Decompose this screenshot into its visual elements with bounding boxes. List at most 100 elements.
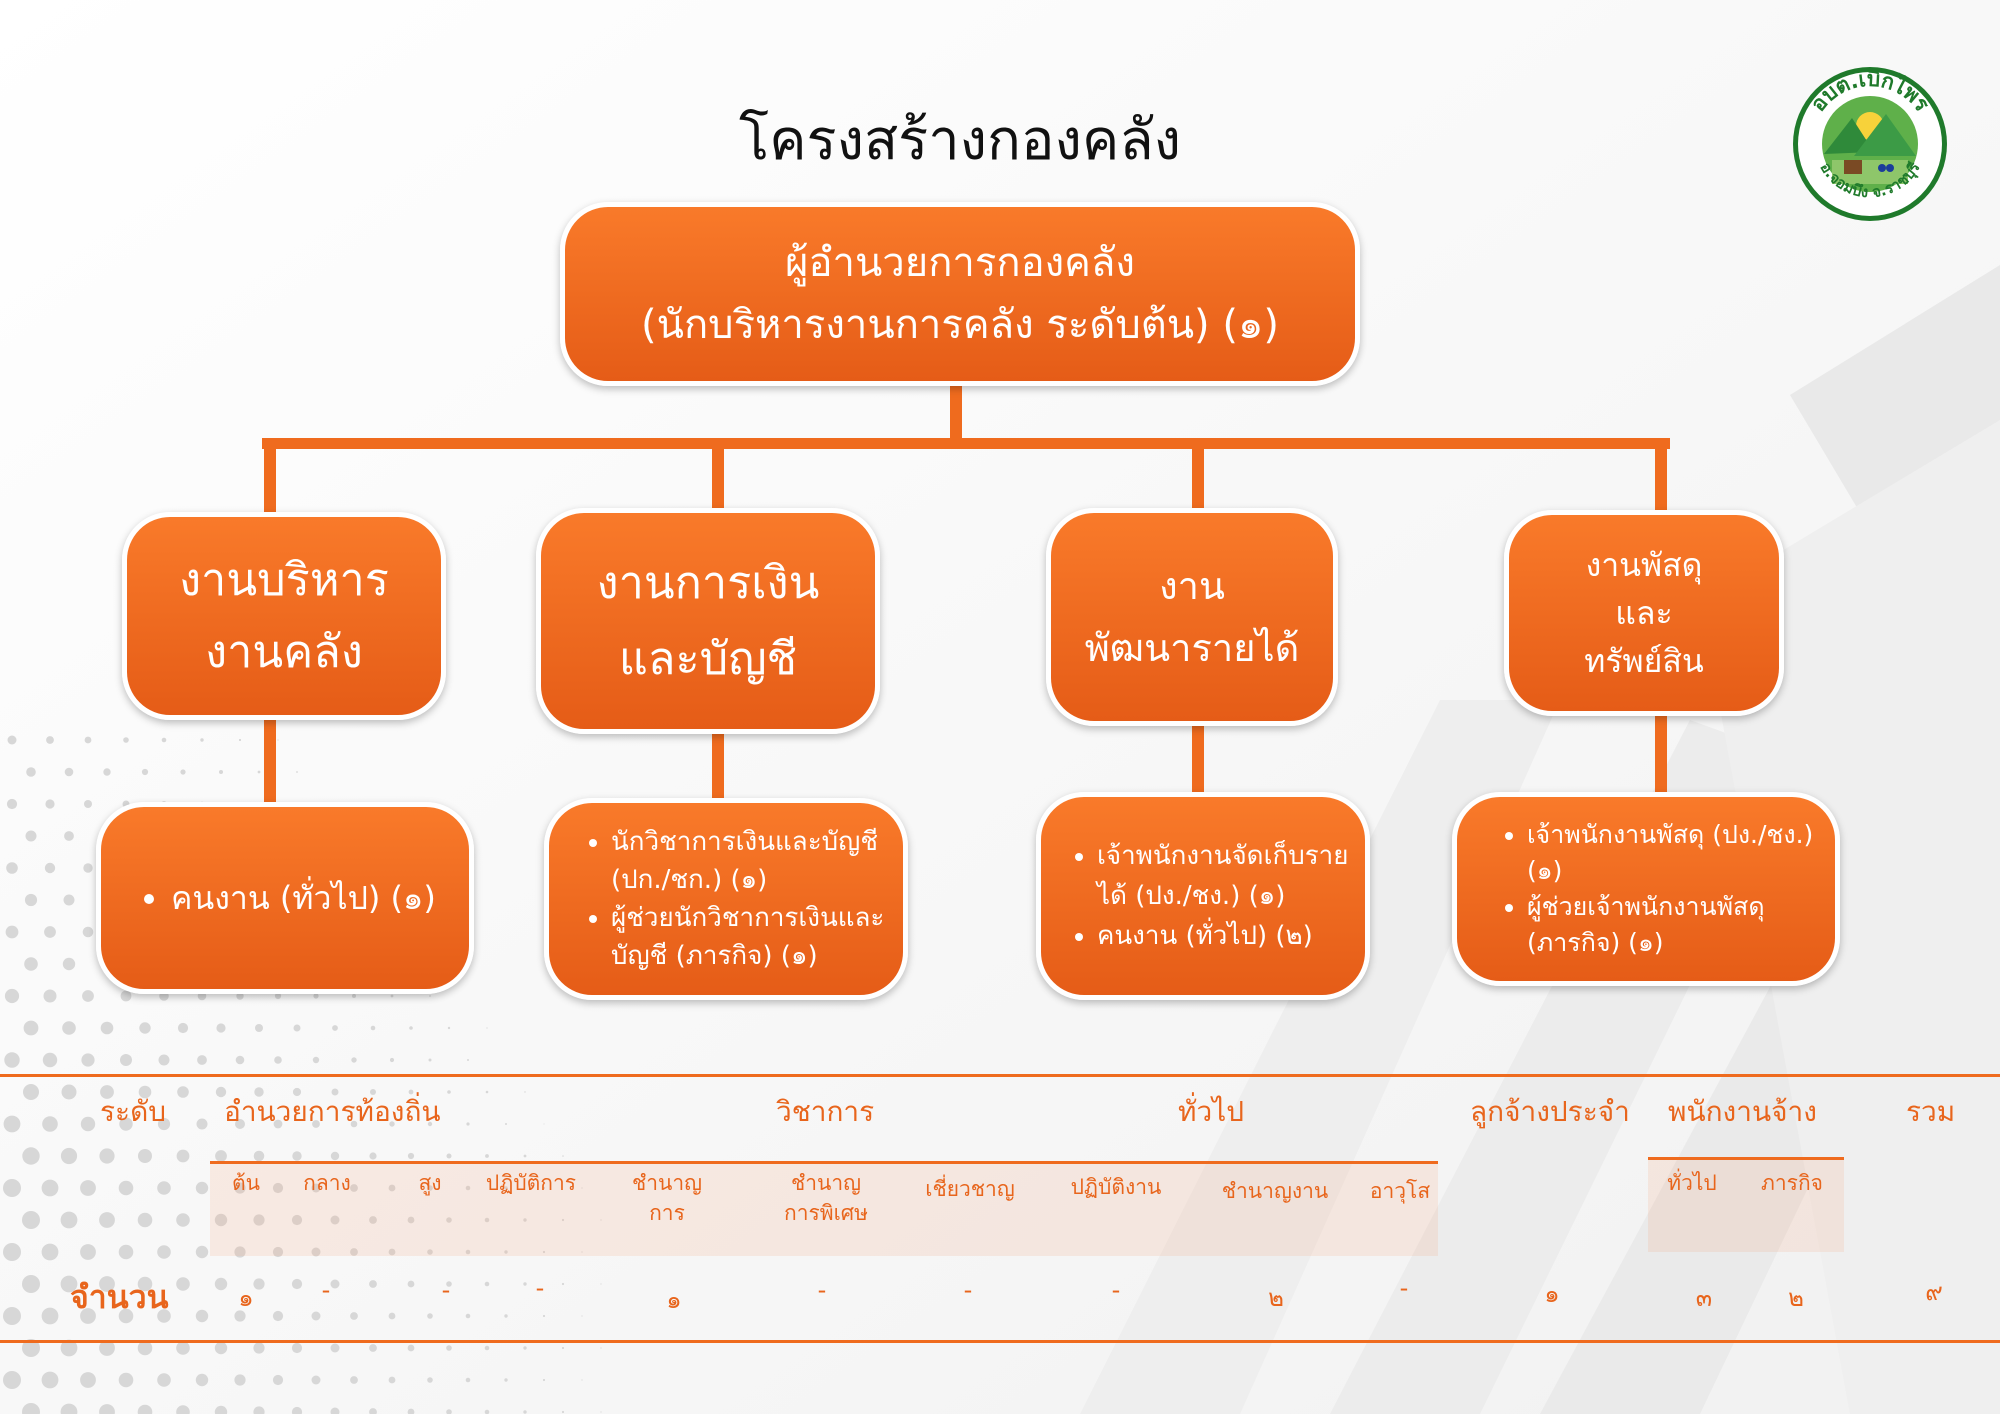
halftone-dot [254,1087,264,1097]
halftone-dot [253,1214,265,1226]
staff-item: นักวิชาการเงินและบัญชี (ปก./ชก.) (๑) [611,823,903,899]
halftone-dot [255,1024,263,1032]
halftone-dot [219,770,223,774]
halftone-dot [24,957,38,971]
halftone-dot [370,1089,376,1095]
subheader-rule-officers [210,1161,1438,1164]
halftone-dot [138,1085,152,1099]
halftone-dot [293,1024,301,1032]
table-bottom-rule [0,1340,2000,1343]
halftone-dot [234,1182,246,1194]
halftone-dot [313,993,319,999]
table-subheader: ทั่วไป [1667,1171,1717,1195]
head-box: ผู้อำนวยการกองคลัง (นักบริหารงานการคลัง … [560,202,1360,386]
halftone-dot [80,1244,96,1260]
halftone-dot [427,1121,433,1127]
halftone-dot [176,1341,190,1355]
table-count-label: จำนวน [70,1278,169,1316]
halftone-dot [253,1406,265,1414]
halftone-dot [504,1314,508,1318]
connector-sub4 [1655,714,1667,794]
halftone-dot [214,1277,228,1291]
halftone-dot [274,1056,282,1064]
table-group-header: วิชาการ [776,1095,875,1128]
halftone-dot [600,1283,602,1285]
halftone-dot [466,1122,470,1126]
staff-item: ผู้ช่วยเจ้าพนักงานพัสดุ (ภารกิจ) (๑) [1527,889,1835,961]
staff-item: คนงาน (ทั่วไป) (๑) [171,875,436,921]
halftone-dot [291,1406,303,1414]
halftone-dot [63,894,75,906]
halftone-dot [215,1086,227,1098]
halftone-dot [330,1343,340,1353]
halftone-dot [543,1123,545,1125]
halftone-dot [407,1280,415,1288]
halftone-dot [561,1346,565,1350]
halftone-dot [62,1021,76,1035]
halftone-dot [3,1307,21,1325]
halftone-dot [80,1308,96,1324]
connector-horizontal [262,438,1670,449]
halftone-dot [234,1310,246,1322]
halftone-dot [312,1120,320,1128]
halftone-dot [22,1403,40,1414]
halftone-dot [99,1212,115,1228]
halftone-dot [80,1372,96,1388]
halftone-dot [350,1184,358,1192]
halftone-dot [446,1345,452,1351]
halftone-dot [330,1407,340,1414]
halftone-dot [64,831,74,841]
halftone-dot [291,1278,303,1290]
table-group-header: รวม [1906,1095,1956,1128]
halftone-dot [195,1181,209,1195]
halftone-dot [22,1275,40,1293]
table-level-label: ระดับ [100,1095,167,1128]
halftone-dot [100,1085,114,1099]
halftone-dot [99,1404,115,1414]
halftone-dot [331,1088,339,1096]
halftone-dot [370,1025,376,1031]
division-title: งานการเงิน และบัญชี [596,556,820,685]
connector-head-down [950,384,962,442]
halftone-dot [177,1086,189,1098]
halftone-dot [446,1409,452,1414]
halftone-dot [407,1344,415,1352]
halftone-dot [408,1089,414,1095]
halftone-dot [504,1186,508,1190]
halftone-dot [389,1057,395,1063]
halftone-dot [407,1216,415,1224]
halftone-dot [257,770,261,774]
halftone-dot [600,1347,602,1349]
halftone-dot [43,989,57,1003]
halftone-dot [485,1090,489,1094]
halftone-dot [291,1342,303,1354]
halftone-dot [195,1373,209,1387]
halftone-dot [484,1217,490,1223]
halftone-dot [427,1377,433,1383]
halftone-dot [369,1344,377,1352]
halftone-dot [447,1026,451,1030]
staff-box-revenue: เจ้าพนักงานจัดเก็บรายได้ (ปง./ชง.) (๑) ค… [1036,792,1370,1000]
halftone-dot [429,995,431,997]
division-box-supplies: งานพัสดุ และ ทรัพย์สิน [1504,510,1784,716]
halftone-dot [46,736,54,744]
halftone-dot [22,1147,40,1165]
halftone-dot [41,1243,59,1261]
halftone-dot [42,1052,58,1068]
halftone-dot [138,1149,152,1163]
halftone-dot [369,1152,377,1160]
halftone-dot [273,1119,283,1129]
table-subheader: ชำนาญงาน [1221,1179,1329,1203]
halftone-dot [369,1216,377,1224]
halftone-dot [427,1313,433,1319]
halftone-dot [99,1340,115,1356]
halftone-dot [44,926,56,938]
halftone-dot [161,737,167,743]
halftone-dot [274,992,282,1000]
halftone-dot [350,1120,358,1128]
halftone-dot [99,1148,115,1164]
halftone-dot [330,1279,340,1289]
connector-sub1 [264,718,276,804]
halftone-dot [311,1311,321,1321]
halftone-dot [234,1374,246,1386]
